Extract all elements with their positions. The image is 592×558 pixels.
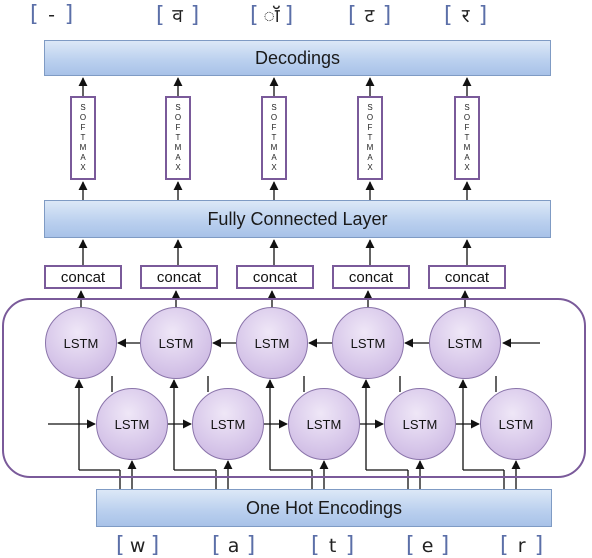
- softmax-letter: A: [80, 153, 86, 162]
- decodings-bar: Decodings: [44, 40, 551, 76]
- softmax-letter: S: [175, 103, 181, 112]
- forward-lstm-2: LSTM: [192, 388, 264, 460]
- softmax-letter: S: [367, 103, 373, 112]
- softmax-letter: X: [80, 163, 86, 172]
- input-token-1: [w]: [116, 533, 160, 558]
- output-token-3: [ॉ]: [250, 2, 294, 28]
- softmax-letter: O: [463, 113, 471, 122]
- backward-lstm-4: LSTM: [332, 307, 404, 379]
- softmax-letter: M: [463, 143, 471, 152]
- softmax-letter: O: [174, 113, 182, 122]
- softmax-letter: X: [271, 163, 277, 172]
- input-token-3: [t]: [311, 533, 355, 558]
- softmax-letter: S: [464, 103, 470, 112]
- one-hot-encodings-bar: One Hot Encodings: [96, 489, 552, 527]
- softmax-letter: M: [174, 143, 182, 152]
- softmax-letter: T: [175, 133, 181, 142]
- forward-lstm-5: LSTM: [480, 388, 552, 460]
- softmax-letter: O: [79, 113, 87, 122]
- softmax-letter: S: [80, 103, 86, 112]
- backward-lstm-3: LSTM: [236, 307, 308, 379]
- softmax-letter: M: [366, 143, 374, 152]
- concat-box-2: concat: [140, 265, 218, 289]
- softmax-letter: X: [175, 163, 181, 172]
- softmax-letter: T: [367, 133, 373, 142]
- bilstm-frame: [2, 298, 586, 478]
- softmax-letter: X: [367, 163, 373, 172]
- input-token-2: [a]: [212, 533, 256, 558]
- softmax-letter: M: [270, 143, 278, 152]
- softmax-letter: T: [80, 133, 86, 142]
- output-token-4: [ट]: [348, 2, 392, 28]
- softmax-letter: F: [175, 123, 181, 132]
- backward-lstm-5: LSTM: [429, 307, 501, 379]
- output-token-2: [व]: [156, 2, 200, 28]
- softmax-letter: A: [367, 153, 373, 162]
- forward-lstm-4: LSTM: [384, 388, 456, 460]
- softmax-letter: F: [367, 123, 373, 132]
- forward-lstm-1: LSTM: [96, 388, 168, 460]
- softmax-letter: A: [464, 153, 470, 162]
- concat-box-3: concat: [236, 265, 314, 289]
- concat-box-1: concat: [44, 265, 122, 289]
- output-token-5: [र]: [444, 2, 488, 28]
- softmax-letter: F: [271, 123, 277, 132]
- concat-box-4: concat: [332, 265, 410, 289]
- softmax-letter: T: [464, 133, 470, 142]
- softmax-letter: M: [79, 143, 87, 152]
- input-token-5: [r]: [500, 533, 544, 558]
- softmax-letter: F: [464, 123, 470, 132]
- forward-lstm-3: LSTM: [288, 388, 360, 460]
- softmax-letter: O: [270, 113, 278, 122]
- softmax-letter: A: [175, 153, 181, 162]
- softmax-letter: F: [80, 123, 86, 132]
- softmax-letter: A: [271, 153, 277, 162]
- softmax-letter: S: [271, 103, 277, 112]
- concat-box-5: concat: [428, 265, 506, 289]
- softmax-letter: X: [464, 163, 470, 172]
- fully-connected-bar: Fully Connected Layer: [44, 200, 551, 238]
- backward-lstm-2: LSTM: [140, 307, 212, 379]
- input-token-4: [e]: [406, 533, 450, 558]
- backward-lstm-1: LSTM: [45, 307, 117, 379]
- softmax-letter: T: [271, 133, 277, 142]
- output-token-1: [-]: [30, 2, 74, 27]
- softmax-letter: O: [366, 113, 374, 122]
